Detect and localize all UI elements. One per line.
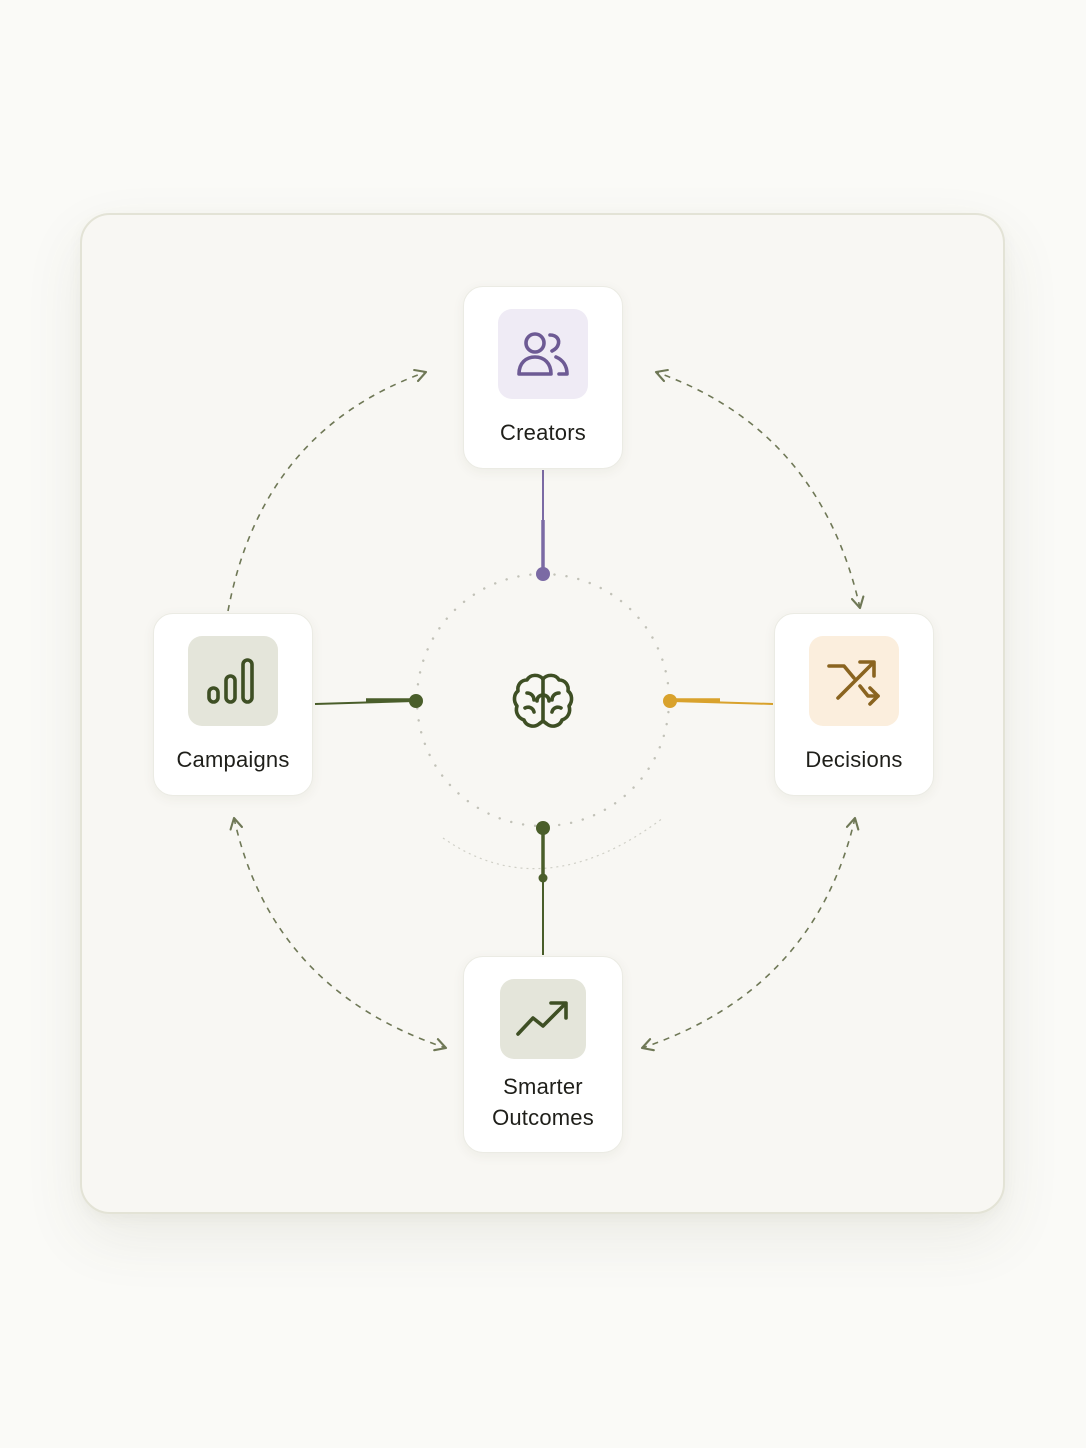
shuffle-icon [827,660,880,706]
campaigns-icon-tile [188,636,278,726]
arrow-creators-to-decisions [654,368,865,610]
trending-up-icon [516,1001,568,1036]
node-creators[interactable]: Creators [463,286,623,469]
hub-brain [512,671,574,731]
hub-lower-arc [442,817,664,870]
decisions-icon-tile [809,636,899,726]
bar-chart-icon [207,658,254,704]
creators-label: Creators [500,420,586,445]
users-icon [517,332,569,376]
node-decisions[interactable]: Decisions [774,613,934,796]
campaigns-label: Campaigns [176,747,290,772]
arrow-campaigns-to-outcomes [229,816,448,1052]
decisions-label: Decisions [805,747,903,772]
node-outcomes[interactable]: Smarter Outcomes [463,956,623,1153]
arrow-campaigns-to-creators [227,368,428,612]
outcomes-label: Smarter Outcomes [492,1074,594,1130]
creators-icon-tile [498,309,588,399]
brain-icon [512,673,574,728]
outcomes-icon-tile [500,979,586,1059]
arrow-decisions-to-outcomes [640,816,860,1052]
node-campaigns[interactable]: Campaigns [153,613,313,796]
